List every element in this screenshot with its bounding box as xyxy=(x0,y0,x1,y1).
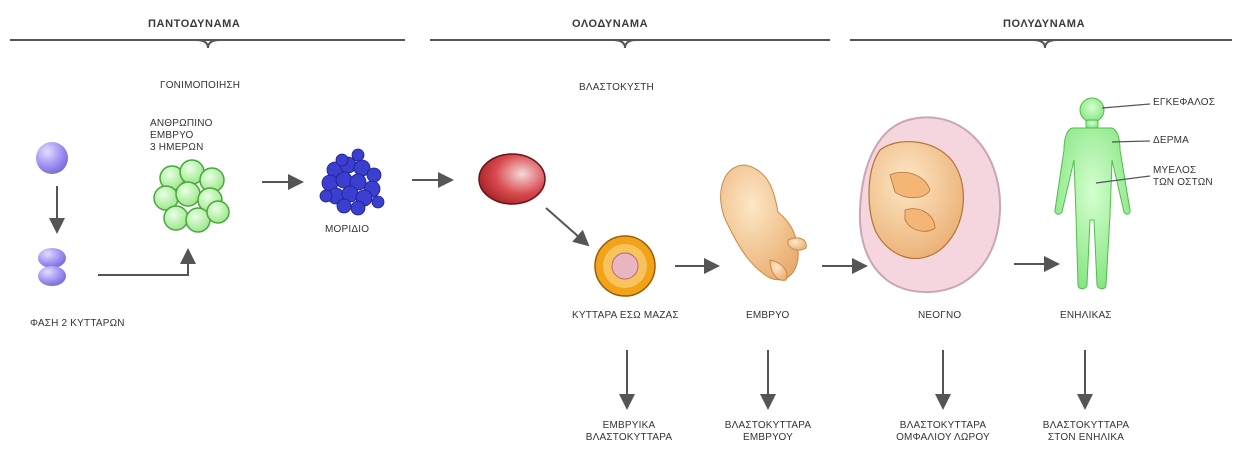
embryo-figure xyxy=(721,165,807,280)
newborn-in-womb xyxy=(860,117,1000,292)
label-inner-cell-mass: ΚΥΤΤΑΡΑ ΕΣΩ ΜΑΖΑΣ xyxy=(572,310,679,322)
header-totipotent: ΠΑΝΤΟΔΥΝΑΜΑ xyxy=(148,18,240,30)
arrow-2cell-to-3day xyxy=(98,250,188,275)
label-brain: ΕΓΚΕΦΑΛΟΣ xyxy=(1153,97,1215,109)
blastocyst xyxy=(479,154,545,204)
label-embryo-3-days: ΑΝΘΡΩΠΙΝΟ ΕΜΒΡΥΟ 3 ΗΜΕΡΩΝ xyxy=(150,118,213,154)
header-bracket-multipotent xyxy=(850,40,1232,48)
label-fertilization: ΓΟΝΙΜΟΠΟΙΗΣΗ xyxy=(160,80,240,92)
arrow-to-inner-cell-mass xyxy=(546,208,588,245)
label-embryo: ΕΜΒΡΥΟ xyxy=(746,310,789,322)
label-skin: ΔΕΡΜΑ xyxy=(1153,135,1189,147)
label-two-cell-phase: ΦΑΣΗ 2 ΚΥΤΤΑΡΩΝ xyxy=(30,318,125,330)
label-umbilical-stem-cells: ΒΛΑΣΤΟΚΥΤΤΑΡΑ ΟΜΦΑΛΙΟΥ ΛΩΡΟΥ xyxy=(878,420,1008,444)
header-bracket-totipotent xyxy=(10,40,405,48)
label-newborn: ΝΕΟΓΝΟ xyxy=(918,310,961,322)
two-cell-embryo xyxy=(38,248,66,286)
label-adult: ΕΝΗΛΙΚΑΣ xyxy=(1060,310,1112,322)
label-morula: ΜΟΡΙΔΙΟ xyxy=(325,224,369,236)
three-day-embryo-cluster xyxy=(154,160,229,232)
label-fetal-stem-cells: ΒΛΑΣΤΟΚΥΤΤΑΡΑ ΕΜΒΡΥΟΥ xyxy=(712,420,824,444)
leader-brain xyxy=(1102,104,1150,108)
label-bone-marrow: ΜΥΕΛΟΣ ΤΩΝ ΟΣΤΩΝ xyxy=(1153,165,1213,189)
header-pluripotent: ΟΛΟΔΥΝΑΜΑ xyxy=(572,18,648,30)
header-multipotent: ΠΟΛΥΔΥΝΑΜΑ xyxy=(1003,18,1085,30)
label-blastocyst: ΒΛΑΣΤΟΚΥΣΤΗ xyxy=(579,82,654,94)
inner-cell-mass xyxy=(595,236,655,296)
header-bracket-pluripotent xyxy=(430,40,830,48)
egg-cell xyxy=(36,142,68,174)
label-embryonic-stem-cells: ΕΜΒΡΥΙΚΑ ΒΛΑΣΤΟΚΥΤΤΑΡΑ xyxy=(583,420,675,444)
label-adult-stem-cells: ΒΛΑΣΤΟΚΥΤΤΑΡΑ ΣΤΟΝ ΕΝΗΛΙΚΑ xyxy=(1030,420,1142,444)
morula-cluster xyxy=(320,149,384,215)
adult-human-figure xyxy=(1055,98,1130,289)
